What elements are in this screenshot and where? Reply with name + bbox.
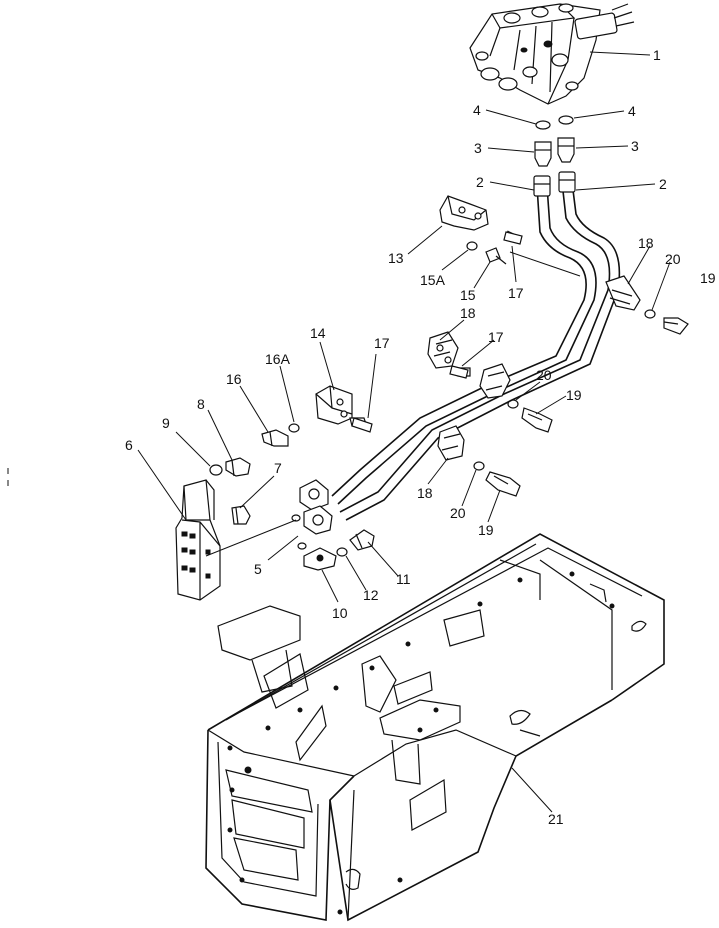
callout-3: 3 (631, 138, 639, 154)
callout-17: 17 (374, 335, 390, 351)
callout-19: 19 (700, 270, 716, 286)
callout-20: 20 (536, 367, 552, 383)
hose-bracket-upper (439, 195, 522, 265)
callout-20: 20 (665, 251, 681, 267)
callout-4: 4 (473, 102, 481, 118)
callout-10: 10 (332, 605, 348, 621)
callout-20: 20 (450, 505, 466, 521)
callout-16: 16 (226, 371, 242, 387)
adapter-fittings (534, 137, 575, 167)
callout-labels: 1 2 2 3 3 4 4 5 6 7 8 9 10 11 12 13 14 1… (125, 47, 716, 827)
callout-21: 21 (548, 811, 564, 827)
callout-15: 15 (460, 287, 476, 303)
callout-3: 3 (474, 140, 482, 156)
bolt-washer-middle (507, 399, 553, 433)
callout-19: 19 (478, 522, 494, 538)
leader-lines (137, 51, 671, 813)
callout-17: 17 (488, 329, 504, 345)
hoses (331, 171, 621, 521)
callout-14: 14 (310, 325, 326, 341)
callout-19: 19 (566, 387, 582, 403)
callout-17: 17 (508, 285, 524, 301)
callout-8: 8 (197, 396, 205, 412)
hose-clamp-lower (437, 425, 521, 497)
callout-2: 2 (659, 176, 667, 192)
hose-clamp-upper-right (605, 275, 689, 335)
callout-11: 11 (396, 571, 411, 587)
callout-18: 18 (460, 305, 476, 321)
mounting-plate (175, 479, 221, 601)
bolt-washer-plate (209, 457, 251, 525)
callout-1: 1 (653, 47, 661, 63)
callout-7: 7 (274, 460, 282, 476)
clamp-washer-bolt-lower (303, 529, 375, 571)
callout-2: 2 (476, 174, 484, 190)
callout-12: 12 (363, 587, 379, 603)
callout-6: 6 (125, 437, 133, 453)
callout-5: 5 (254, 561, 262, 577)
control-valve (469, 3, 635, 105)
hose-flanges (291, 479, 333, 550)
callout-16a: 16A (265, 351, 291, 367)
callout-18: 18 (417, 485, 433, 501)
o-rings (535, 115, 574, 130)
callout-9: 9 (162, 415, 170, 431)
callout-15a: 15A (420, 272, 446, 288)
hose-bracket-left (261, 385, 367, 447)
callout-13: 13 (388, 250, 404, 266)
main-frame (205, 533, 665, 922)
hose-clamp-middle (427, 331, 511, 399)
callout-4: 4 (628, 103, 636, 119)
callout-18: 18 (638, 235, 654, 251)
spacers (351, 231, 523, 433)
